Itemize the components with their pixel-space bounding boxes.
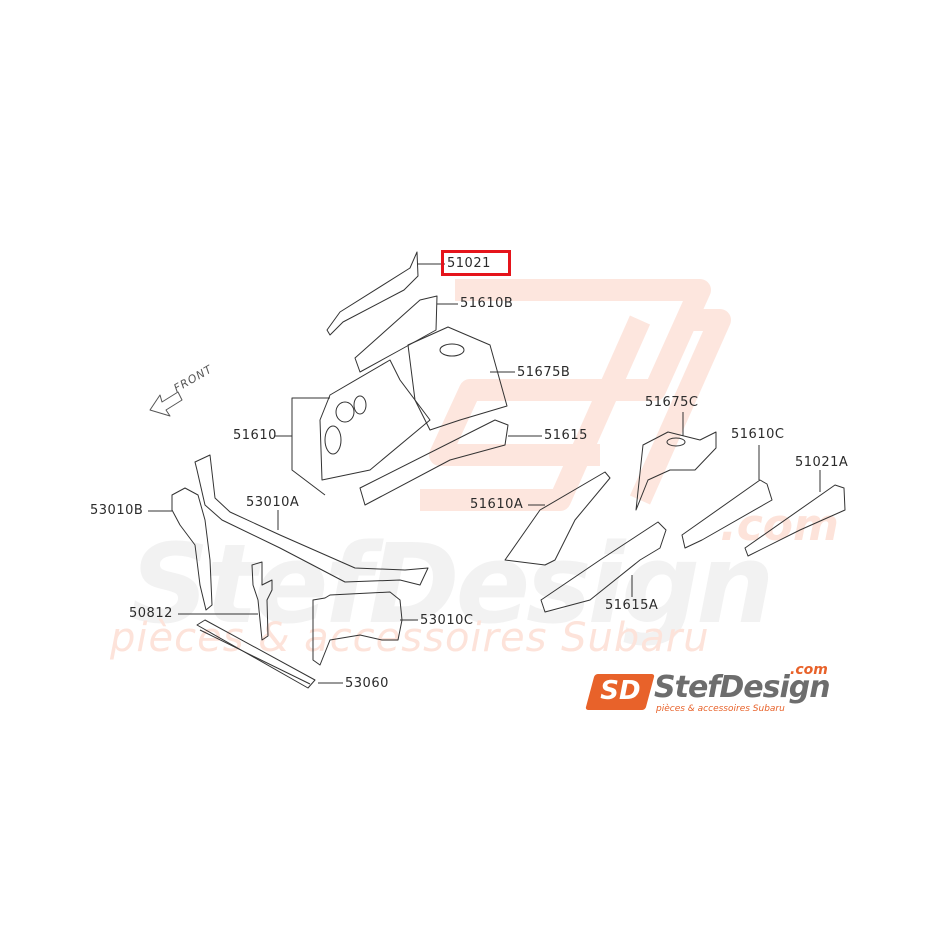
part-53060-shape (196, 619, 316, 689)
part-50812-shape (251, 561, 273, 641)
logo-domain: .com (790, 662, 828, 678)
watermark-domain: .com (720, 500, 839, 551)
part-51675b-shape (407, 326, 508, 431)
part-51615a-shape (540, 521, 667, 613)
part-label-51615a[interactable]: 51615A (605, 598, 659, 613)
part-label-51021a[interactable]: 51021A (795, 455, 849, 470)
part-51610a-shape (504, 471, 611, 566)
part-label-51610a[interactable]: 51610A (470, 497, 524, 512)
part-53010c-shape (312, 591, 403, 666)
sd-badge-icon: SD (585, 674, 655, 710)
watermark-brand: StefDesign (130, 520, 774, 648)
part-label-53010c[interactable]: 53010C (420, 613, 474, 628)
part-label-53010b[interactable]: 53010B (90, 503, 144, 518)
part-53010a-shape (194, 454, 429, 586)
logo-brand-name: StefDesign (654, 670, 831, 705)
part-51021a-shape (744, 484, 846, 557)
part-51675c-shape (635, 431, 717, 511)
part-51610b-shape (354, 295, 438, 373)
part-label-51675c[interactable]: 51675C (645, 395, 699, 410)
highlighted-part-box (441, 250, 511, 276)
part-label-51675b[interactable]: 51675B (517, 365, 571, 380)
part-label-51610c[interactable]: 51610C (731, 427, 785, 442)
part-label-53010a[interactable]: 53010A (246, 495, 300, 510)
part-51610-shape (319, 359, 431, 481)
part-label-50812[interactable]: 50812 (129, 606, 173, 621)
part-label-51021[interactable]: 51021 (447, 256, 491, 271)
front-arrow-shape (149, 391, 183, 417)
logo-tagline: pièces & accessoires Subaru (656, 704, 785, 714)
part-51615-shape (359, 419, 509, 506)
part-53010b-shape (171, 487, 213, 611)
part-label-53060[interactable]: 53060 (345, 676, 389, 691)
part-label-51610b[interactable]: 51610B (460, 296, 514, 311)
stefdesign-logo: SD StefDesign .com pièces & accessoires … (585, 662, 850, 724)
part-label-51615[interactable]: 51615 (544, 428, 588, 443)
part-51610c-shape (681, 479, 773, 549)
part-label-51610[interactable]: 51610 (233, 428, 277, 443)
part-51021-shape (326, 251, 419, 336)
